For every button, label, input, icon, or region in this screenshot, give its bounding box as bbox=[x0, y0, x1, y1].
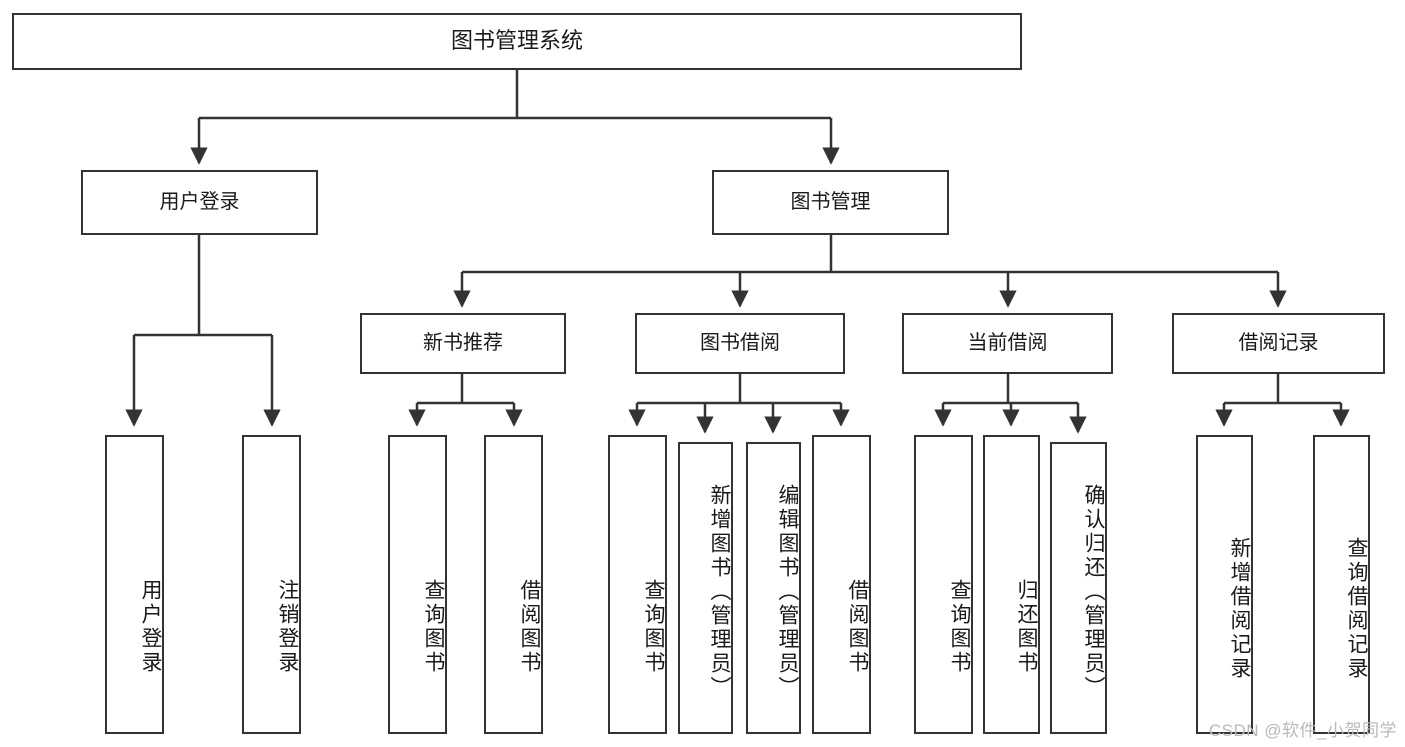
node-leaf-add-book-label: 新增图书（管理员） bbox=[708, 484, 731, 700]
node-book-manage[interactable]: 图书管理 bbox=[712, 170, 949, 235]
node-root[interactable]: 图书管理系统 bbox=[12, 13, 1022, 70]
watermark: CSDN @软件_小贺同学 bbox=[1208, 721, 1397, 740]
node-leaf-user-login[interactable]: 用户登录 bbox=[105, 435, 164, 734]
node-leaf-borrow-book-2[interactable]: 借阅图书 bbox=[812, 435, 871, 734]
node-leaf-borrow-book-1-label: 借阅图书 bbox=[518, 578, 541, 675]
node-root-label: 图书管理系统 bbox=[450, 28, 583, 54]
node-leaf-query-book-2-label: 查询图书 bbox=[642, 578, 665, 675]
node-leaf-query-record[interactable]: 查询借阅记录 bbox=[1313, 435, 1370, 734]
node-borrow-record[interactable]: 借阅记录 bbox=[1172, 313, 1385, 374]
node-leaf-add-book[interactable]: 新增图书（管理员） bbox=[678, 442, 733, 734]
node-book-borrow[interactable]: 图书借阅 bbox=[635, 313, 845, 374]
node-user-login-label: 用户登录 bbox=[159, 191, 240, 214]
node-leaf-confirm-return[interactable]: 确认归还（管理员） bbox=[1050, 442, 1107, 734]
node-book-manage-label: 图书管理 bbox=[790, 191, 871, 214]
node-leaf-borrow-book-2-label: 借阅图书 bbox=[846, 578, 869, 675]
node-current-borrow[interactable]: 当前借阅 bbox=[902, 313, 1113, 374]
node-leaf-confirm-return-label: 确认归还（管理员） bbox=[1082, 484, 1105, 700]
node-borrow-record-label: 借阅记录 bbox=[1238, 332, 1319, 355]
node-leaf-user-login-label: 用户登录 bbox=[139, 578, 162, 675]
node-user-login[interactable]: 用户登录 bbox=[81, 170, 318, 235]
node-leaf-query-book-2[interactable]: 查询图书 bbox=[608, 435, 667, 734]
node-leaf-return-book[interactable]: 归还图书 bbox=[983, 435, 1040, 734]
node-leaf-query-record-label: 查询借阅记录 bbox=[1345, 536, 1368, 681]
node-new-book-rec[interactable]: 新书推荐 bbox=[360, 313, 566, 374]
node-book-borrow-label: 图书借阅 bbox=[700, 332, 780, 355]
node-leaf-query-book-1-label: 查询图书 bbox=[422, 578, 445, 675]
node-new-book-rec-label: 新书推荐 bbox=[423, 332, 503, 355]
node-leaf-add-record-label: 新增借阅记录 bbox=[1228, 536, 1251, 681]
node-leaf-edit-book-label: 编辑图书（管理员） bbox=[776, 484, 799, 700]
node-leaf-query-book-3-label: 查询图书 bbox=[948, 578, 971, 675]
node-leaf-add-record[interactable]: 新增借阅记录 bbox=[1196, 435, 1253, 734]
node-leaf-logout-login[interactable]: 注销登录 bbox=[242, 435, 301, 734]
node-leaf-return-book-label: 归还图书 bbox=[1015, 578, 1038, 675]
node-leaf-query-book-1[interactable]: 查询图书 bbox=[388, 435, 447, 734]
node-leaf-edit-book[interactable]: 编辑图书（管理员） bbox=[746, 442, 801, 734]
node-leaf-logout-login-label: 注销登录 bbox=[276, 578, 299, 675]
node-leaf-query-book-3[interactable]: 查询图书 bbox=[914, 435, 973, 734]
node-leaf-borrow-book-1[interactable]: 借阅图书 bbox=[484, 435, 543, 734]
node-current-borrow-label: 当前借阅 bbox=[967, 332, 1048, 355]
